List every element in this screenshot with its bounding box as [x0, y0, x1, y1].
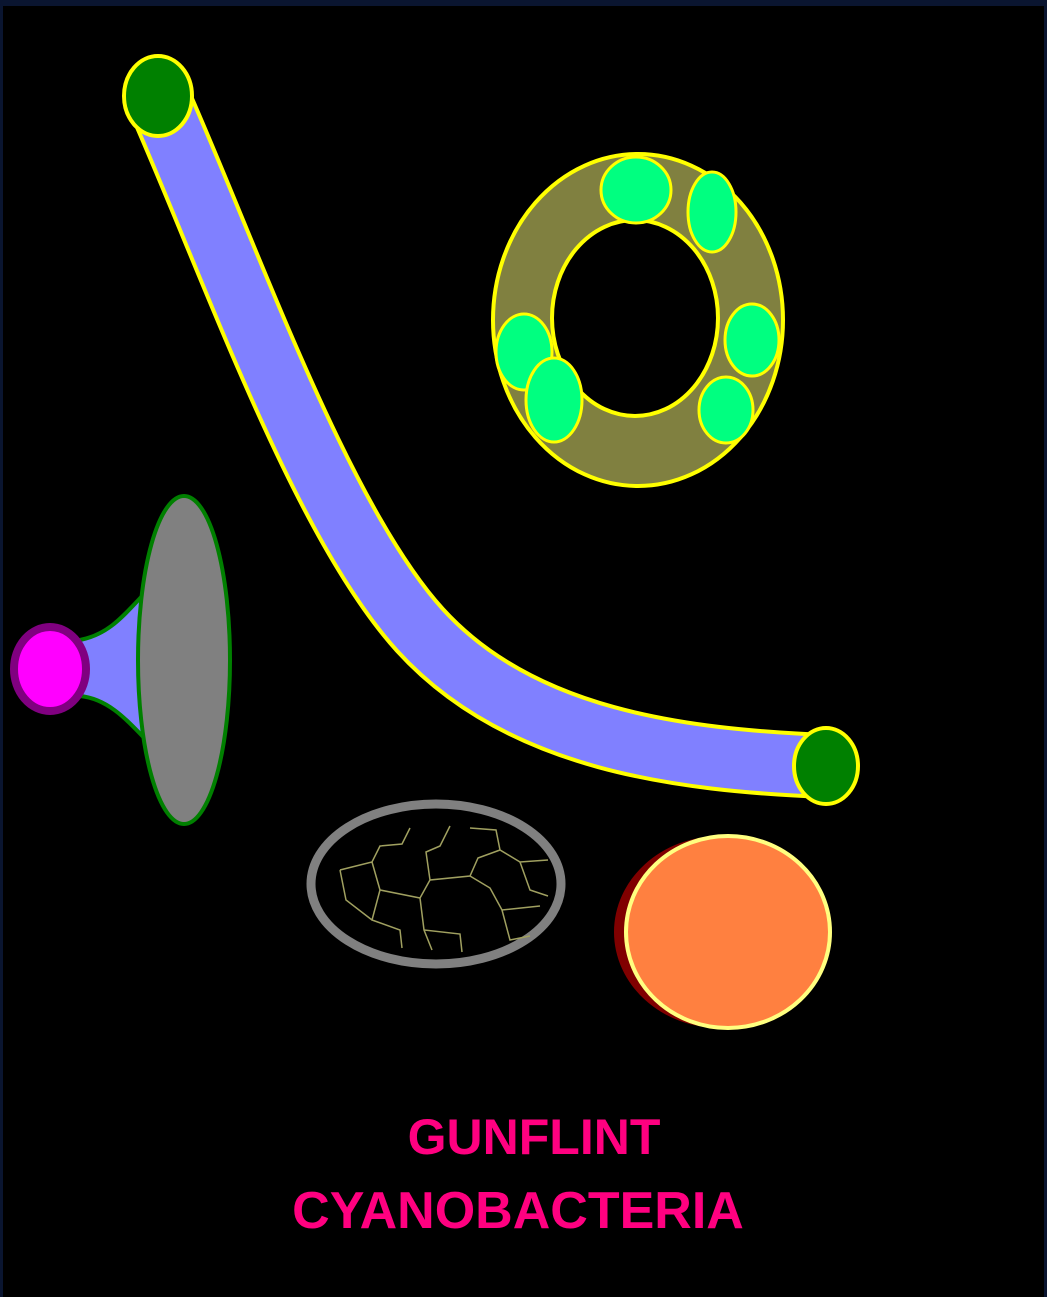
- frame-left: [0, 0, 3, 1297]
- frame-top: [0, 0, 1047, 6]
- ring-cell-top-right: [688, 172, 736, 252]
- ring-cell-bottom-right: [699, 377, 753, 443]
- fan-body: [138, 496, 230, 824]
- orange-sphere-body: [626, 836, 830, 1028]
- caption-line-2: CYANOBACTERIA: [292, 1182, 744, 1240]
- ring-cell-top: [601, 157, 671, 223]
- filament-end-cap-right: [794, 728, 858, 804]
- cracked-sphere: [311, 804, 561, 964]
- cracked-sphere-rim: [311, 804, 561, 964]
- fan-base: [14, 627, 86, 711]
- ring-cell-right: [725, 304, 779, 376]
- orange-sphere: [614, 836, 830, 1028]
- caption-line-1: GUNFLINT: [408, 1109, 661, 1165]
- filament-end-cap-top: [124, 56, 192, 136]
- ring-cell-bottom-left: [526, 358, 582, 442]
